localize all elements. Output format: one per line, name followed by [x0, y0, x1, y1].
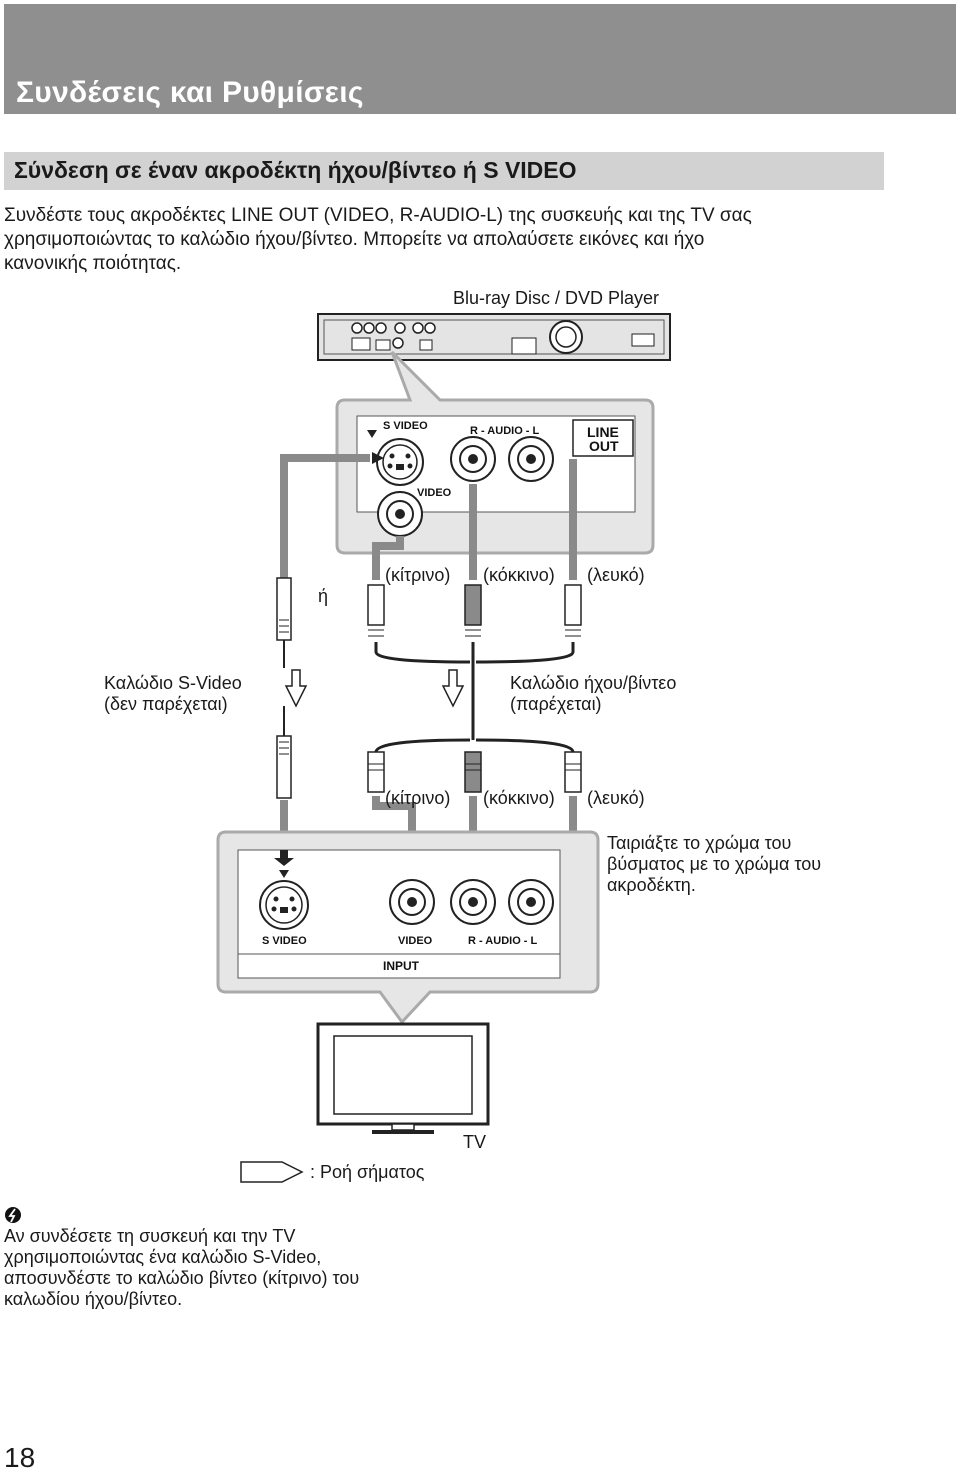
subsection-title: Σύνδεση σε έναν ακροδέκτη ήχου/βίντεο ή …	[14, 157, 577, 183]
tv-label: TV	[463, 1132, 487, 1152]
line-label: LINE	[587, 424, 619, 440]
svideo-cable	[276, 452, 384, 852]
svideo-port-label: S VIDEO	[383, 420, 428, 432]
section-title: Συνδέσεις και Ρυθμίσεις	[16, 76, 364, 109]
tip-line: αποσυνδέστε το καλώδιο βίντεο (κίτρινο) …	[4, 1268, 360, 1288]
tv-illustration	[316, 1022, 490, 1134]
flow-arrow-icon	[441, 669, 465, 708]
out-label: OUT	[589, 438, 619, 454]
player-device-illustration	[317, 313, 671, 361]
section-header: Συνδέσεις και Ρυθμίσεις	[4, 4, 956, 114]
player-panel: S VIDEO R - AUDIO - L LINE OUT VIDEO	[356, 415, 636, 537]
tv-panel: S VIDEO VIDEO R - AUDIO - L INPUT	[237, 849, 561, 979]
svideo-cable-label: Καλώδιο S-Video	[104, 673, 242, 693]
tip-line: καλωδίου ήχου/βίντεο.	[4, 1289, 183, 1309]
yellow-label: (κίτρινο)	[385, 565, 451, 585]
red-label-bottom: (κόκκινο)	[483, 788, 555, 808]
tv-svideo-label: S VIDEO	[262, 935, 307, 947]
white-label: (λευκό)	[587, 565, 645, 585]
intro-line: Συνδέστε τους ακροδέκτες LINE OUT (VIDEO…	[4, 205, 752, 226]
signal-flow-legend: : Ροή σήματος	[310, 1162, 425, 1182]
video-port-label: VIDEO	[417, 487, 452, 499]
intro-paragraph: Συνδέστε τους ακροδέκτες LINE OUT (VIDEO…	[4, 204, 904, 276]
intro-line: κανονικής ποιότητας.	[4, 253, 182, 274]
tip-icon	[5, 1207, 21, 1223]
or-label: ή	[318, 586, 329, 606]
flow-arrow-icon	[284, 669, 308, 708]
tip-line: Αν συνδέσετε τη συσκευή και την TV	[4, 1226, 296, 1246]
yellow-label-bottom: (κίτρινο)	[385, 788, 451, 808]
match-note-line: βύσματος με το χρώμα του	[607, 854, 822, 874]
player-label: Blu-ray Disc / DVD Player	[453, 288, 660, 308]
white-label-bottom: (λευκό)	[587, 788, 645, 808]
svideo-cable-note: (δεν παρέχεται)	[104, 694, 228, 714]
av-cable-label: Καλώδιο ήχου/βίντεο	[510, 673, 677, 693]
signal-flow-icon	[240, 1161, 304, 1183]
match-note-line: Ταιριάξτε το χρώμα του	[607, 833, 792, 853]
tv-input-label: INPUT	[383, 959, 420, 973]
subsection-header: Σύνδεση σε έναν ακροδέκτη ήχου/βίντεο ή …	[4, 152, 884, 190]
page-number: 18	[4, 1442, 36, 1473]
tip-line: χρησιμοποιώντας ένα καλώδιο S-Video,	[4, 1247, 322, 1267]
match-note-line: ακροδέκτη.	[607, 875, 696, 895]
audio-port-label: R - AUDIO - L	[470, 425, 540, 437]
tv-video-label: VIDEO	[398, 935, 433, 947]
av-cable-note: (παρέχεται)	[510, 694, 602, 714]
intro-line: χρησιμοποιώντας το καλώδιο ήχου/βίντεο. …	[4, 229, 705, 250]
tv-audio-label: R - AUDIO - L	[468, 935, 538, 947]
tip-text: Αν συνδέσετε τη συσκευή και την TV χρησι…	[4, 1226, 424, 1310]
red-label: (κόκκινο)	[483, 565, 555, 585]
